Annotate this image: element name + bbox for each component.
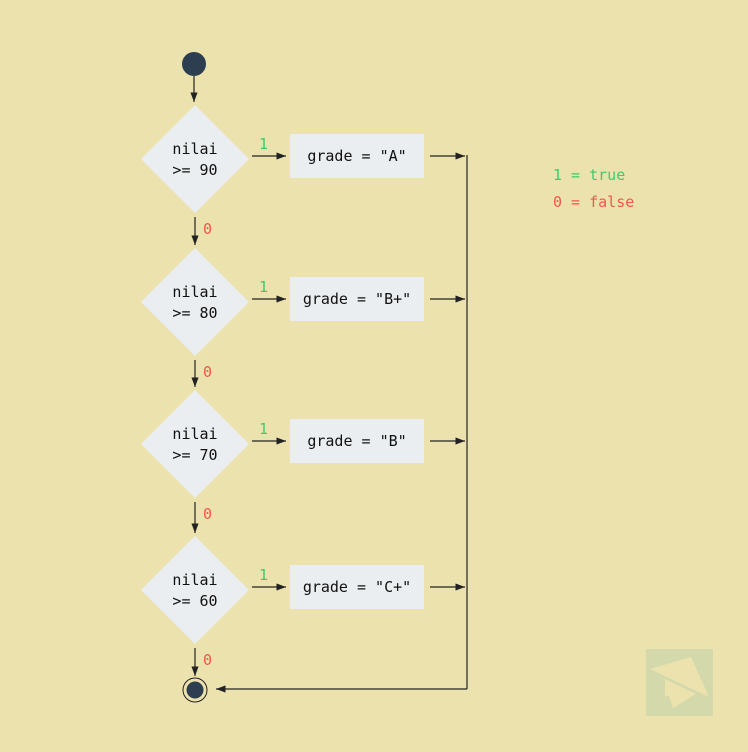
decision-diamond xyxy=(141,390,249,498)
false-label: 0 xyxy=(203,363,212,381)
start-node xyxy=(182,52,206,76)
decision-diamond xyxy=(141,536,249,644)
action-text: grade = "A" xyxy=(307,147,406,165)
action-box xyxy=(290,277,424,321)
legend-false: 0 = false xyxy=(553,193,634,211)
false-label: 0 xyxy=(203,220,212,238)
decision-text-1: nilai xyxy=(172,283,217,301)
action-box xyxy=(290,565,424,609)
true-label: 1 xyxy=(259,135,268,153)
decision-text-1: nilai xyxy=(172,571,217,589)
decision-1: nilai >= 90 1 grade = "A" 0 xyxy=(141,105,465,245)
end-node-ring xyxy=(182,677,208,703)
logo-watermark xyxy=(646,649,713,716)
decision-text-2: >= 80 xyxy=(172,304,217,322)
action-text: grade = "B+" xyxy=(303,290,411,308)
decision-diamond xyxy=(141,248,249,356)
action-text: grade = "B" xyxy=(307,432,406,450)
true-label: 1 xyxy=(259,420,268,438)
action-text: grade = "C+" xyxy=(303,578,411,596)
false-label: 0 xyxy=(203,505,212,523)
decision-text-2: >= 90 xyxy=(172,161,217,179)
decision-diamond xyxy=(141,105,249,213)
action-box xyxy=(290,134,424,178)
true-label: 1 xyxy=(259,566,268,584)
end-node xyxy=(186,681,204,699)
false-label: 0 xyxy=(203,651,212,669)
decision-text-2: >= 60 xyxy=(172,592,217,610)
decision-4: nilai >= 60 1 grade = "C+" 0 xyxy=(141,536,465,676)
decision-text-1: nilai xyxy=(172,140,217,158)
decision-text-2: >= 70 xyxy=(172,446,217,464)
legend-true: 1 = true xyxy=(553,166,625,184)
action-box xyxy=(290,419,424,463)
decision-2: nilai >= 80 1 grade = "B+" 0 xyxy=(141,248,465,387)
true-label: 1 xyxy=(259,278,268,296)
decision-text-1: nilai xyxy=(172,425,217,443)
decision-3: nilai >= 70 1 grade = "B" 0 xyxy=(141,390,465,533)
